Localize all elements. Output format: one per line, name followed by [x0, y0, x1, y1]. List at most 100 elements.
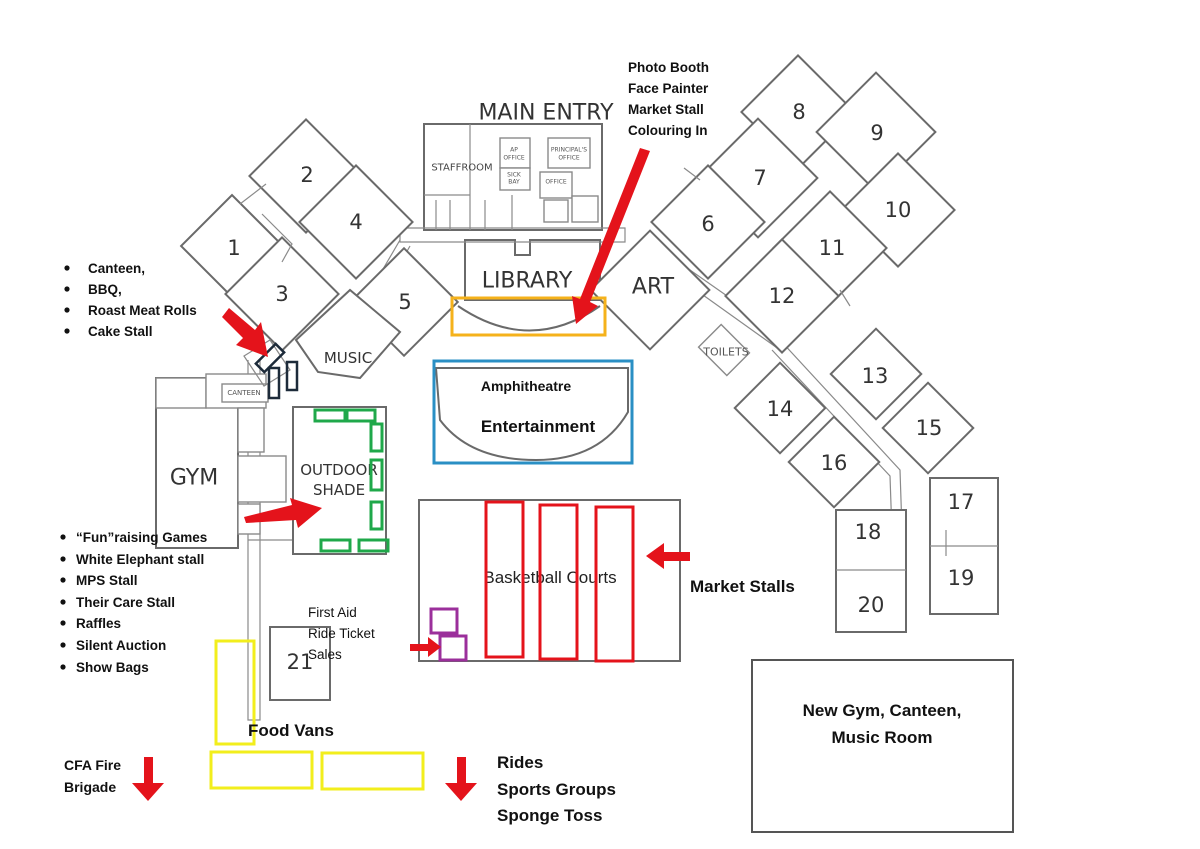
rides-list: Rides Sports Groups Sponge Toss [497, 753, 616, 825]
canteen-item: Canteen, [88, 261, 145, 276]
outdoor-shade-stalls [313, 408, 390, 553]
colouring-in-item: Colouring In [628, 123, 707, 138]
funraising-games-item: “Fun”raising Games [76, 530, 207, 545]
music-label: MUSIC [324, 349, 372, 367]
arrow-to-outdoor-shade [244, 498, 322, 528]
room-4-label: 4 [349, 210, 362, 234]
room-5-label: 5 [398, 290, 411, 314]
room-8-label: 8 [792, 100, 805, 124]
office-label: OFFICE [545, 179, 567, 186]
entertainment-label: Entertainment [481, 417, 596, 436]
first-aid-list: First Aid Ride Ticket Sales [308, 605, 375, 662]
room-21-label: 21 [287, 650, 314, 674]
library-stall-box [450, 296, 607, 337]
room-7-label: 7 [753, 166, 766, 190]
food-vans-label: Food Vans [248, 721, 334, 740]
market-stalls-label: Market Stalls [690, 577, 795, 596]
first-aid-item: First Aid [308, 605, 357, 620]
room-15-label: 15 [916, 416, 943, 440]
room-16-label: 16 [821, 451, 848, 475]
white-elephant-item: White Elephant stall [76, 552, 204, 567]
room-9-label: 9 [870, 121, 883, 145]
room-18-label: 18 [855, 520, 882, 544]
bottom-right-rooms [835, 477, 999, 633]
mps-stall-item: MPS Stall [76, 573, 138, 588]
canteen-list: Canteen, BBQ, Roast Meat Rolls Cake Stal… [64, 261, 197, 339]
face-painter-item: Face Painter [628, 81, 709, 96]
roast-meat-rolls-item: Roast Meat Rolls [88, 303, 197, 318]
arrow-to-library-stalls [572, 148, 650, 324]
food-van-boxes [209, 639, 425, 791]
amphitheatre-stage [434, 367, 629, 462]
amphitheatre-label: Amphitheatre [481, 378, 571, 394]
sales-item: Sales [308, 647, 342, 662]
ap-office-label-1: AP [510, 147, 518, 154]
canteen-label: CANTEEN [227, 389, 260, 397]
arrow-to-canteen-stalls [222, 308, 268, 357]
basketball-courts-label: Basketball Courts [483, 568, 616, 587]
sick-bay-label-2: BAY [508, 179, 520, 186]
room-13-label: 13 [862, 364, 889, 388]
show-bags-item: Show Bags [76, 660, 149, 675]
right-wing [589, 54, 975, 509]
basketball-courts-area [418, 499, 681, 662]
new-gym-building [751, 659, 1014, 833]
arrow-to-market-stalls [646, 543, 690, 569]
raffles-item: Raffles [76, 616, 121, 631]
room-17-label: 17 [948, 490, 975, 514]
photo-booth-item: Photo Booth [628, 60, 709, 75]
market-stall-boxes [484, 500, 635, 663]
photo-booth-list: Photo Booth Face Painter Market Stall Co… [628, 60, 709, 138]
room-19-label: 19 [948, 566, 975, 590]
sports-groups-item: Sports Groups [497, 780, 616, 799]
room-1-label: 1 [227, 236, 240, 260]
principals-office-label-2: OFFICE [558, 155, 580, 162]
room-20-label: 20 [858, 593, 885, 617]
cfa-label-2: Brigade [64, 779, 116, 795]
outdoor-shade-label-2: SHADE [313, 481, 365, 499]
library-building [464, 239, 601, 301]
sponge-toss-item: Sponge Toss [497, 806, 602, 825]
room-10-label: 10 [885, 198, 912, 222]
games-list: “Fun”raising Games White Elephant stall … [60, 530, 207, 675]
gym-label: GYM [170, 466, 218, 491]
library-label: LIBRARY [482, 269, 573, 294]
their-care-stall-item: Their Care Stall [76, 595, 175, 610]
room-14-label: 14 [767, 397, 794, 421]
new-building-label-1: New Gym, Canteen, [803, 701, 962, 720]
left-wing [179, 118, 460, 380]
bbq-item: BBQ, [88, 282, 122, 297]
school-buildings [155, 54, 1014, 833]
main-entry-label: MAIN ENTRY [478, 101, 614, 126]
gym-block [155, 339, 291, 549]
new-building-label-2: Music Room [831, 728, 932, 747]
arrow-to-first-aid [410, 637, 441, 657]
room-3-label: 3 [275, 282, 288, 306]
toilets-label: TOILETS [702, 346, 748, 359]
rides-item: Rides [497, 753, 543, 772]
direction-arrows [132, 148, 690, 801]
room-6-label: 6 [701, 212, 714, 236]
building-labels: MAIN ENTRY STAFFROOM AP OFFICE SICK BAY … [170, 100, 975, 747]
room-11-label: 11 [819, 236, 846, 260]
arrow-to-rides [445, 757, 477, 801]
ride-ticket-item: Ride Ticket [308, 626, 375, 641]
cfa-label-1: CFA Fire [64, 757, 121, 773]
amphitheatre-box [432, 359, 634, 465]
room-21-building [269, 626, 331, 701]
arrow-to-cfa [132, 757, 164, 801]
room-12-label: 12 [769, 284, 796, 308]
staffroom-label: STAFFROOM [431, 163, 492, 174]
principals-office-label-1: PRINCIPAL'S [551, 147, 587, 154]
first-aid-boxes [429, 607, 468, 662]
admin-block [423, 123, 603, 231]
outdoor-shade-label-1: OUTDOOR [300, 461, 378, 479]
stall-markers [209, 296, 635, 791]
art-label: ART [632, 275, 675, 300]
cake-stall-item: Cake Stall [88, 324, 153, 339]
market-stall-item: Market Stall [628, 102, 704, 117]
silent-auction-item: Silent Auction [76, 638, 166, 653]
room-2-label: 2 [300, 163, 313, 187]
sick-bay-label-1: SICK [507, 172, 522, 179]
